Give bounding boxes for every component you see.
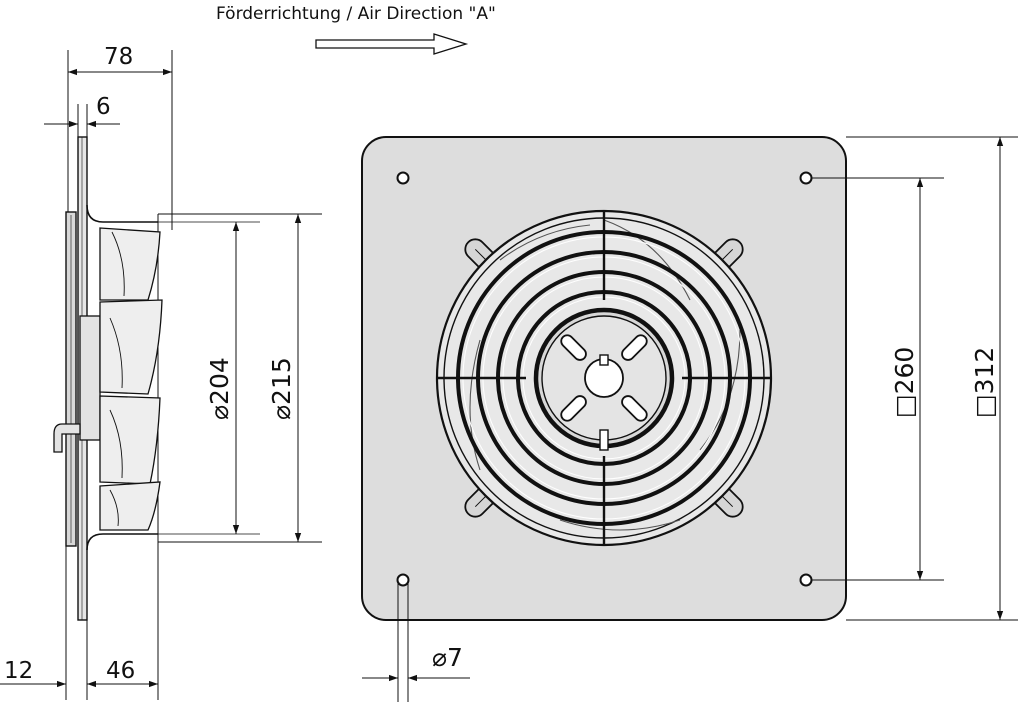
air-direction-label: Förderrichtung / Air Direction "A"	[216, 4, 496, 24]
dim-plate-size: □312	[970, 347, 999, 418]
dim-dia-204: ⌀204	[205, 357, 234, 420]
dim-plate-thickness: 6	[96, 94, 111, 120]
cable-gland	[53, 423, 81, 453]
front-dimensions	[362, 136, 1018, 702]
dim-hole-spacing: □260	[890, 347, 919, 418]
air-direction-arrow-icon	[315, 33, 469, 55]
dim-total-depth: 78	[104, 44, 133, 70]
front-view	[361, 136, 1018, 702]
dim-hole-diameter: ⌀7	[432, 643, 463, 672]
front-impeller-blades	[469, 219, 741, 531]
dim-front-offset: 12	[4, 658, 33, 684]
side-dimensions	[0, 50, 322, 700]
dim-nozzle-depth: 46	[106, 658, 135, 684]
side-view	[0, 50, 322, 700]
side-motor	[79, 315, 101, 441]
mounting-holes	[396, 171, 813, 587]
hub-slots	[560, 334, 648, 422]
side-impeller-blades	[99, 227, 163, 531]
guard-spokes	[436, 210, 772, 546]
dim-dia-215: ⌀215	[267, 357, 296, 420]
